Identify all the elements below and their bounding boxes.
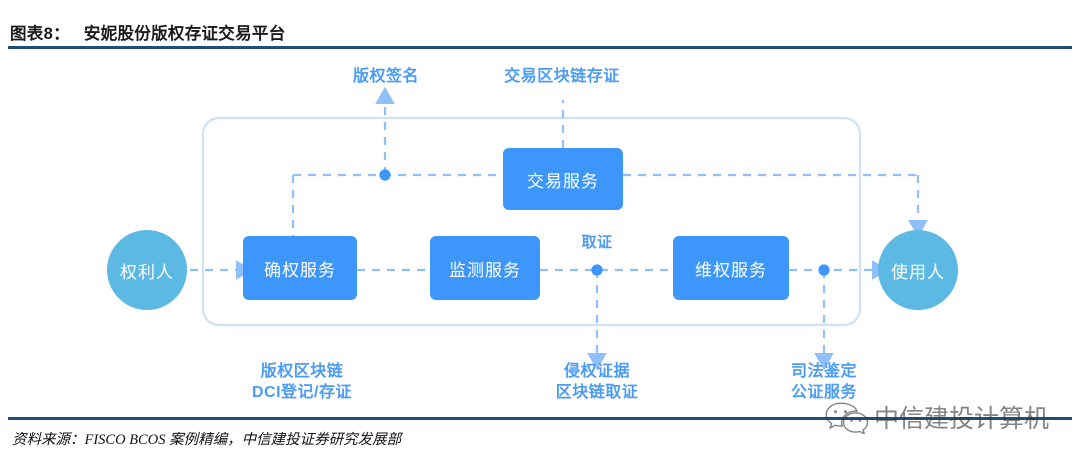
figure-number: 图表8： [10, 25, 70, 43]
dot-signature-junction [379, 169, 391, 181]
service-monitoring[interactable]: 监测服务 [430, 236, 540, 300]
dot-evidence-junction [591, 264, 603, 276]
annotation-infringement-evidence: 侵权证据 区块链取证 [539, 361, 655, 403]
service-rights-confirmation-label: 确权服务 [264, 260, 336, 280]
annotation-judicial-appraisal: 司法鉴定 公证服务 [772, 361, 876, 403]
diagram-canvas: 权利人 使用人 交易服务 确权服务 监测服务 维权服务 版权签名 交易区块链存证… [0, 50, 1080, 415]
diagram-connectors [190, 86, 928, 371]
platform-container [201, 116, 862, 327]
source-divider-bottom [8, 417, 1072, 420]
title-divider-top [8, 46, 1072, 49]
annotation-copyright-blockchain-dci-line1: 版权区块链 [260, 363, 344, 380]
watermark: 中信建投计算机 [824, 399, 1049, 435]
service-transaction[interactable]: 交易服务 [503, 148, 623, 210]
annotation-evidence-collection: 取证 [581, 234, 613, 251]
actor-rights-holder-label: 权利人 [120, 262, 174, 282]
annotation-copyright-blockchain-dci: 版权区块链 DCI登记/存证 [237, 361, 367, 403]
annotation-transaction-blockchain-deposit: 交易区块链存证 [504, 68, 620, 85]
source-note: 资料来源：FISCO BCOS 案例精编，中信建投证券研究发展部 [12, 432, 402, 448]
watermark-text: 中信建投计算机 [874, 404, 1050, 433]
service-transaction-label: 交易服务 [527, 171, 599, 191]
service-rights-protection[interactable]: 维权服务 [673, 236, 789, 300]
annotation-infringement-evidence-line1: 侵权证据 [563, 363, 630, 380]
annotation-infringement-evidence-line2: 区块链取证 [555, 384, 639, 401]
annotation-judicial-appraisal-line1: 司法鉴定 [790, 363, 857, 380]
actor-rights-holder[interactable]: 权利人 [107, 230, 187, 310]
figure-title-text: 安妮股份版权存证交易平台 [83, 25, 286, 43]
annotation-judicial-appraisal-line2: 公证服务 [790, 384, 857, 401]
page-title: 图表8： 安妮股份版权存证交易平台 [10, 20, 286, 44]
actor-user-label: 使用人 [891, 262, 945, 282]
service-rights-protection-label: 维权服务 [695, 260, 767, 280]
dot-judicial-junction [818, 264, 830, 276]
annotation-copyright-blockchain-dci-line2: DCI登记/存证 [251, 384, 352, 401]
wechat-icon [825, 402, 869, 434]
service-monitoring-label: 监测服务 [449, 260, 521, 280]
service-rights-confirmation[interactable]: 确权服务 [243, 236, 357, 300]
annotation-copyright-signature: 版权签名 [352, 68, 419, 85]
actor-user[interactable]: 使用人 [878, 230, 958, 310]
